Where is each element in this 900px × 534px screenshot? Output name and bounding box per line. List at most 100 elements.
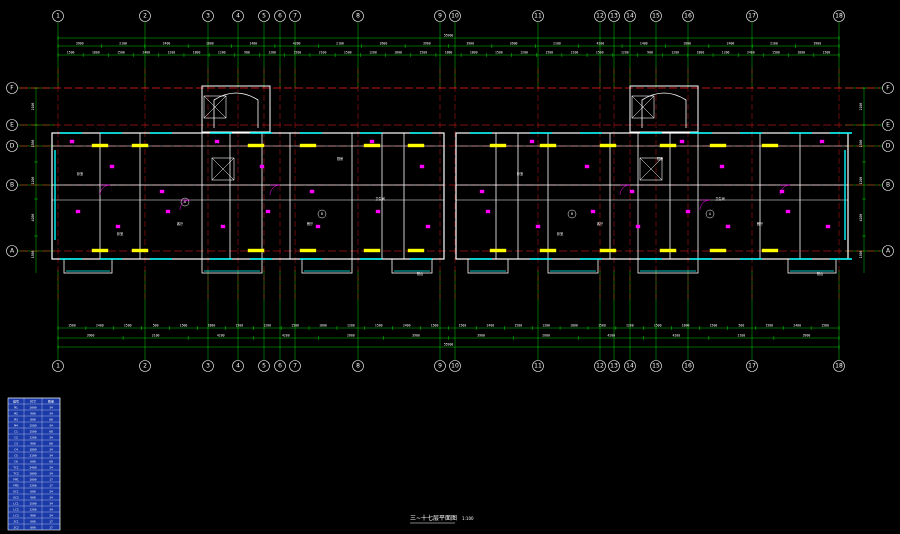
lift-car (639, 157, 663, 181)
dim-top-axis-label: 2100 (553, 42, 561, 46)
room-label: 卧室 (77, 171, 83, 176)
column-axis-label: 14 (626, 363, 634, 370)
column-axis-label: 4 (236, 13, 240, 20)
dim-top-detail-label: 1500 (117, 51, 125, 55)
dim-top-axis-label: 2600 (380, 42, 388, 46)
dim-bottom-axis-label: 2100 (152, 334, 160, 338)
dim-bottom-detail-label: 1500 (598, 324, 606, 328)
dim-top-detail-label: 1500 (344, 51, 352, 55)
drawing-title-block: 三~十七层平面图 1:100 (410, 514, 474, 524)
column-axis-bubble (449, 10, 461, 22)
dim-bottom-detail-label: 1500 (375, 324, 383, 328)
door-swing (269, 184, 281, 196)
schedule-cell: C1 (14, 429, 18, 433)
column-axis-bubble (449, 360, 461, 372)
dim-bottom-detail-label: 1500 (710, 324, 718, 328)
dim-top-detail-label: 1200 (520, 51, 528, 55)
dim-top-axis-label: 4200 (597, 42, 605, 46)
dim-bottom-detail-label: 1500 (180, 324, 188, 328)
row-axis-bubble (882, 245, 894, 257)
schedule-cell: 17 (49, 525, 53, 529)
dim-bottom-detail-label: 1500 (514, 324, 522, 328)
balcony (547, 258, 599, 274)
dim-top-detail-label: 1800 (92, 51, 100, 55)
door-tag (375, 209, 381, 214)
door-tag (635, 224, 641, 229)
column-axis-bubble (650, 360, 662, 372)
door-tag (109, 164, 115, 169)
column-axis-bubble (624, 360, 636, 372)
schedule-cell: 600 (30, 459, 36, 463)
dim-bottom-detail-label: 1500 (654, 324, 662, 328)
column-axis-label: 11 (534, 13, 542, 20)
door-tag (159, 189, 165, 194)
column-axis-label: 8 (356, 13, 360, 20)
door-swing (619, 184, 631, 196)
schedule-cell: 1000 (29, 477, 36, 481)
dim-top-detail-label: 2400 (747, 51, 755, 55)
column-axis-label: 12 (596, 13, 604, 20)
door-tag (425, 224, 431, 229)
dim-top-axis-label: 1800 (206, 42, 214, 46)
row-axis-bubble (6, 119, 18, 131)
elevator-shaft (631, 95, 655, 119)
door-tag (165, 209, 171, 214)
dim-top-detail-label: 1800 (797, 51, 805, 55)
dim-bottom-detail-label: 1500 (124, 324, 132, 328)
column-axis-label: 7 (293, 13, 297, 20)
yellow-lintel (761, 143, 779, 148)
door-tag (590, 209, 596, 214)
dim-right-label: 1500 (859, 140, 863, 148)
column-axis-label: 8 (356, 363, 360, 370)
dim-bottom-axis-label: 4200 (672, 334, 680, 338)
dim-bottom-detail-label: 500 (738, 324, 744, 328)
column-axis-bubble (608, 360, 620, 372)
dim-bottom-detail-label: 2400 (96, 324, 104, 328)
lift-cross (639, 157, 663, 181)
room-label: 卧室 (517, 171, 523, 176)
column-axis-bubble (258, 360, 270, 372)
dim-left-label: 1500 (31, 251, 35, 259)
dim-top-detail-label: 1200 (218, 51, 226, 55)
room-label: 卫生间 (375, 196, 385, 201)
schedule-cell: 1800 (29, 447, 36, 451)
column-axis-bubble (434, 360, 446, 372)
lift-car (211, 157, 235, 181)
elevator-shaft (203, 95, 227, 119)
column-axis-label: 10 (451, 363, 459, 370)
schedule-cell: 34 (49, 423, 53, 427)
dim-bottom-detail-label: 1800 (319, 324, 327, 328)
dim-left-label: 4200 (31, 214, 35, 222)
row-axis-label: A (10, 248, 15, 255)
yellow-lintel (247, 248, 265, 253)
schedule-cell: LC1 (13, 501, 19, 505)
schedule-cell: 1500 (29, 429, 36, 433)
dim-top-axis-label: 3900 (76, 42, 84, 46)
yellow-lintel (659, 248, 677, 253)
schedule-cell: 34 (49, 471, 53, 475)
dim-bottom-axis-label: 3900 (87, 334, 95, 338)
row-axis-bubble (6, 179, 18, 191)
room-label: 客厅 (177, 221, 184, 226)
dim-top-detail-label: 1800 (470, 51, 478, 55)
stair-arch (213, 92, 259, 128)
schedule-cell: 1200 (29, 483, 36, 487)
dim-bottom-axis-label: 3900 (477, 334, 485, 338)
dim-top-axis-label: 1400 (249, 42, 257, 46)
schedule-cell: 800 (30, 525, 36, 529)
column-axis-bubble (232, 360, 244, 372)
drawing-title: 三~十七层平面图 (410, 514, 457, 522)
column-axis-label: 6 (278, 363, 282, 370)
dim-top-detail-label: 1800 (697, 51, 705, 55)
door-swing (179, 199, 191, 211)
schedule-cell: 34 (49, 501, 53, 505)
door-tag (719, 164, 725, 169)
door-tag (259, 164, 265, 169)
dim-top-detail-label: 1200 (671, 51, 679, 55)
schedule-cell: 2400 (29, 465, 36, 469)
row-axis-label: E (10, 122, 14, 129)
dim-bottom-axis-label: 2100 (738, 334, 746, 338)
dim-top-axis-label: 2100 (119, 42, 127, 46)
dim-top-axis-label: 3900 (813, 42, 821, 46)
